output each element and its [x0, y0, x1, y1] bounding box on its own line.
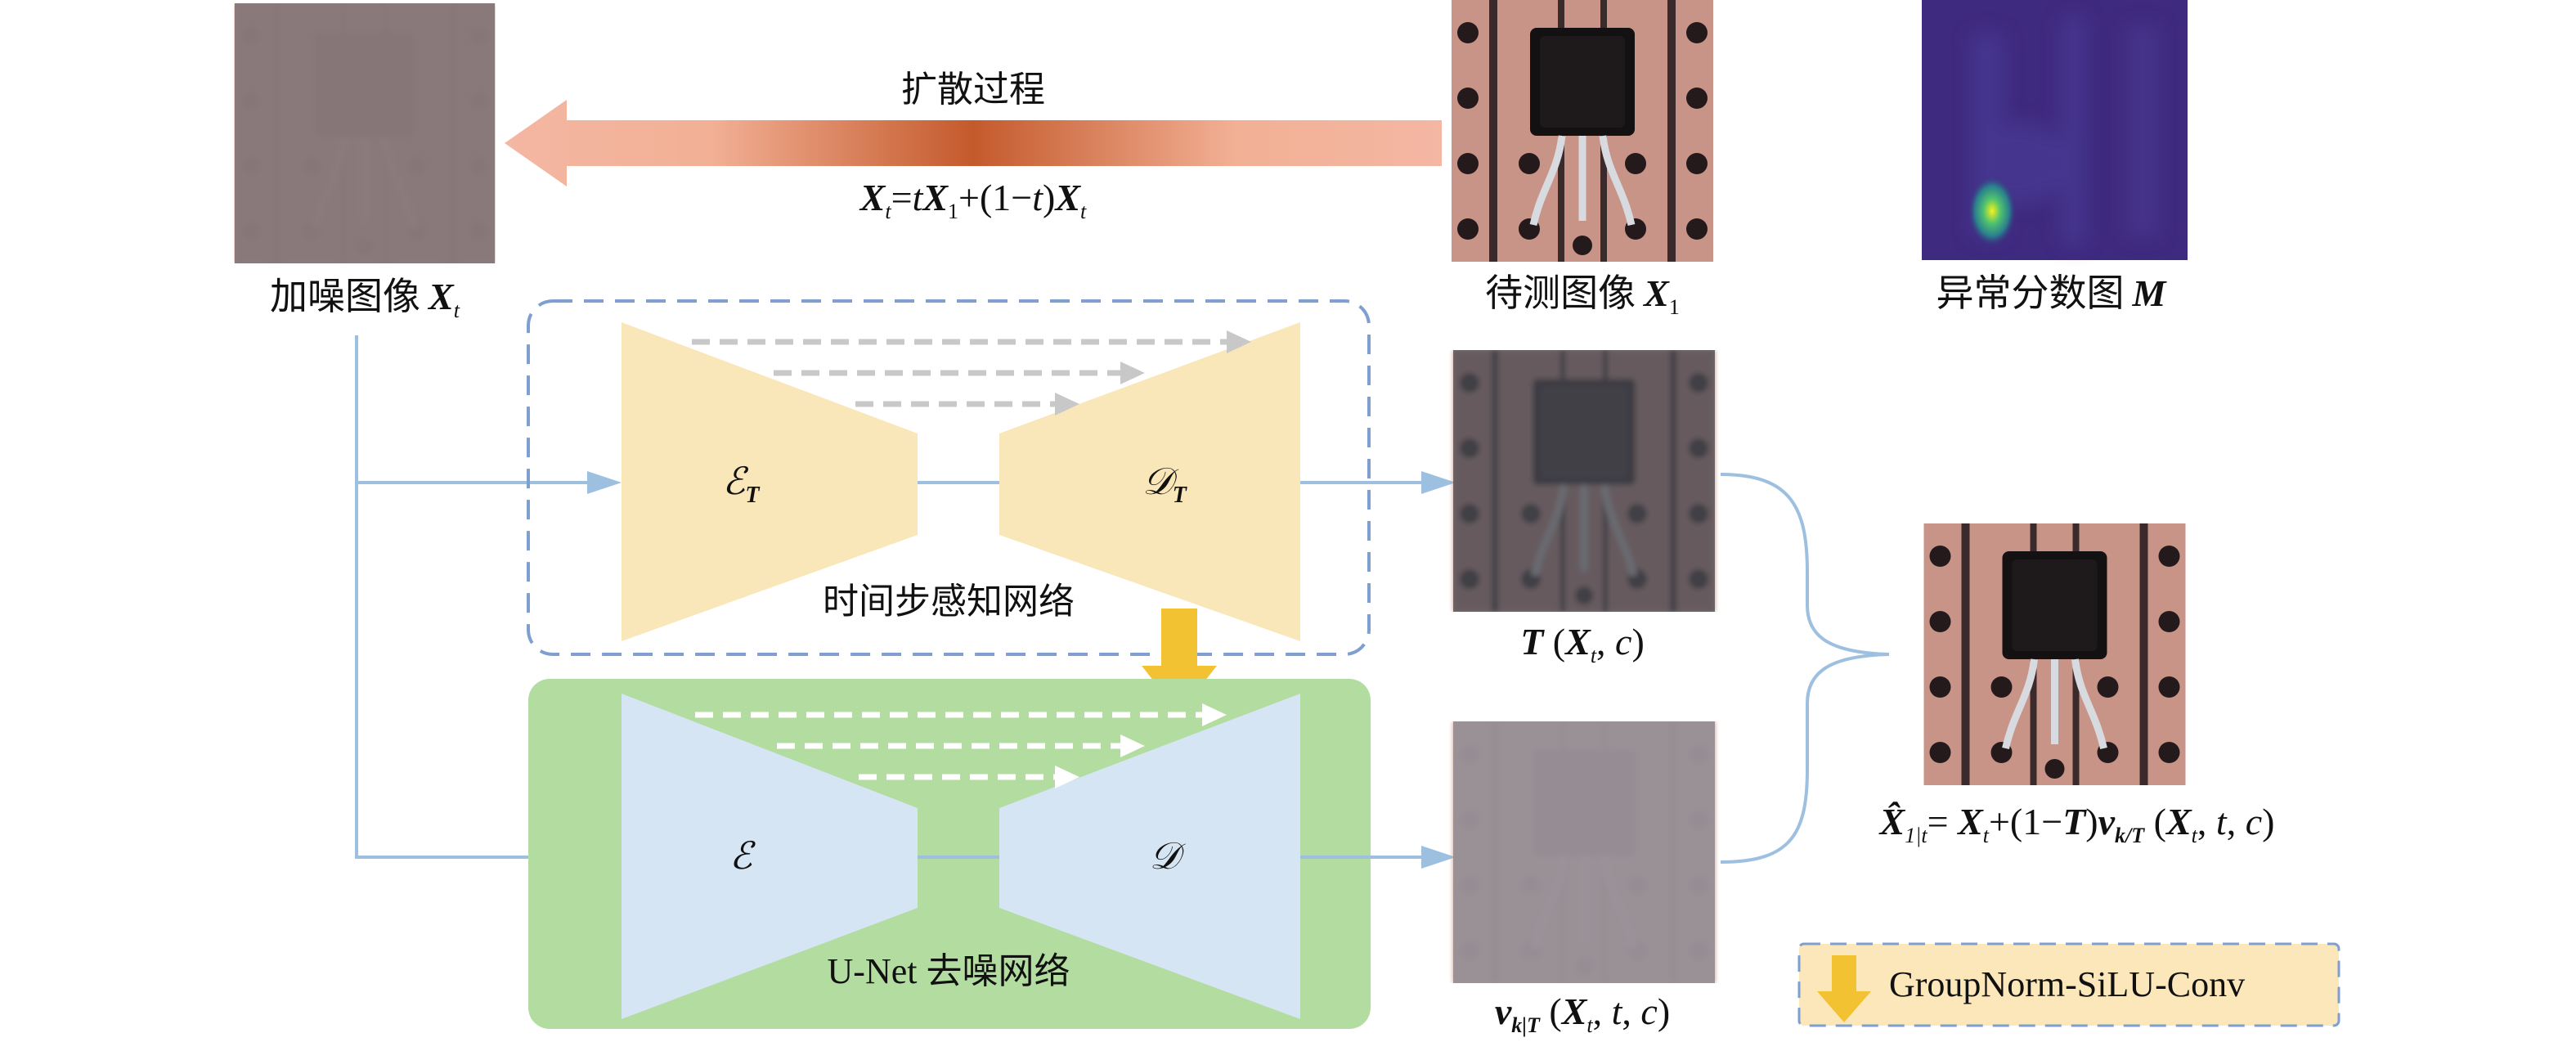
unet-skip-connections — [695, 712, 1209, 780]
legend-box — [1797, 942, 2340, 1027]
time-skip-connections — [692, 339, 1232, 407]
unet-encoder-trapezoid — [622, 694, 918, 1019]
unet-decoder-trapezoid — [999, 694, 1300, 1019]
time-skip-arrowheads — [1055, 330, 1251, 415]
T-output-image — [1453, 350, 1715, 612]
test-image — [1452, 0, 1713, 262]
diffusion-arrow — [505, 100, 1442, 186]
time-decoder-trapezoid — [999, 322, 1300, 641]
reconstructed-image — [1924, 523, 2186, 785]
legend-label: GroupNorm-SiLU-Conv — [1889, 964, 2245, 1004]
merge-brace — [1720, 473, 1890, 864]
T-output-label: T (Xt, c) — [1520, 621, 1645, 667]
v-output-image — [1453, 721, 1715, 983]
arrowhead-to-T-image — [1421, 471, 1456, 494]
diffusion-process-label: 扩散过程 — [901, 69, 1045, 110]
time-network-label: 时间步感知网络 — [823, 581, 1075, 622]
noisy-image — [235, 3, 495, 263]
output-connectors — [1300, 481, 1423, 859]
anomaly-score-map — [1922, 0, 2188, 260]
arrowhead-to-time-encoder — [587, 471, 622, 494]
time-network-box — [527, 299, 1371, 656]
arrowhead-to-v-image — [1421, 846, 1456, 869]
diffusion-formula: Xt=tX1+(1−t)Xt — [859, 177, 1087, 223]
unet-label: U-Net 去噪网络 — [828, 951, 1070, 991]
time-encoder-trapezoid — [622, 322, 918, 641]
v-output-label: vk|T (Xt, t, c) — [1495, 990, 1670, 1037]
unet-skip-arrowheads — [1055, 703, 1227, 788]
reconstruction-formula: X̂1|t= Xt+(1−T)vk/T (Xt, t, c) — [1878, 801, 2275, 847]
unet-encoder-symbol: ℰ — [729, 833, 756, 878]
time-encoder-symbol: ℰT — [723, 459, 761, 508]
legend-arrow-icon — [1817, 955, 1871, 1022]
input-connectors — [355, 335, 589, 859]
